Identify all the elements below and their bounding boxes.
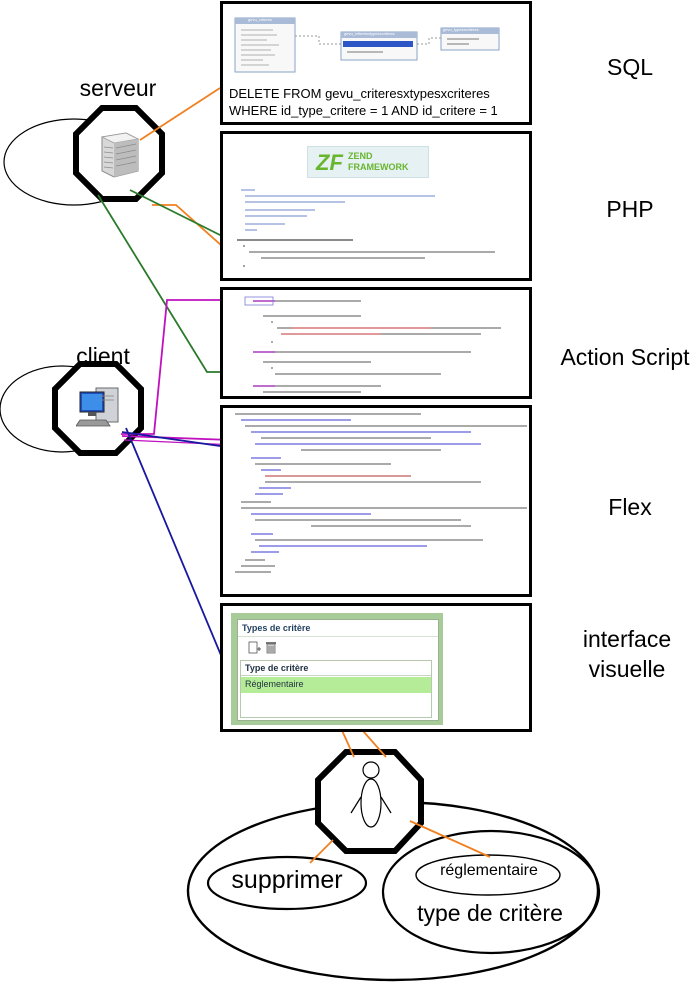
zend-logo-mark: ZF [316,150,343,175]
link-server-php-green [129,189,233,242]
flex-window: Types de critère Type de c [231,613,443,725]
layer-label-actionscript: Action Script [560,344,690,370]
window-title: Types de critère [242,623,311,633]
sql-query-line2: WHERE id_type_critere = 1 AND id_critere… [229,103,498,118]
add-icon[interactable] [248,641,262,655]
zend-logo-text-2: FRAMEWORK [348,162,409,172]
computer-icon [76,386,126,432]
sql-panel: gevu_criteres gevu_criteresxtypesxcriter… [220,1,532,125]
layer-label-visuelle: visuelle [588,656,666,682]
zend-logo-text-1: ZEND [348,151,373,161]
table-left-label: gevu_criteres [248,17,273,22]
title-divider [238,636,438,637]
server-icon [96,129,142,179]
row-label: Réglementaire [245,679,304,689]
flex-panel [220,405,532,597]
php-panel: ZF ZEND FRAMEWORK [220,131,532,281]
zend-logo: ZF ZEND FRAMEWORK [307,146,429,178]
sql-query-line1: DELETE FROM gevu_criteresxtypesxcriteres [229,86,490,101]
value-ellipse [415,854,561,896]
actor-label-client: client [76,343,130,369]
link-server-sql [139,87,221,141]
flex-window-inner: Types de critère Type de c [237,619,439,721]
user-icon [350,761,392,828]
actionscript-panel [220,287,532,399]
selected-row[interactable]: Réglementaire [241,677,431,693]
table-right-label: gevu_typesxcriteres [443,27,479,32]
layer-label-sql: SQL [606,54,654,80]
use-case-value: réglementaire [440,862,538,879]
interface-panel: Types de critère Type de c [220,603,532,732]
column-header[interactable]: Type de critère [245,663,309,673]
table-mid-label: gevu_criteresxtypesxcriteres [344,31,395,36]
actor-label-server: serveur [79,75,157,101]
delete-icon[interactable] [265,640,277,654]
php-code-block [235,186,525,276]
link-user-action [309,839,334,864]
layer-label-interface: interface [582,626,672,652]
entity-ellipse [381,829,601,955]
link-user-value [409,820,491,858]
use-case-entity: type de critère [417,900,563,926]
use-case-action: supprimer [231,866,343,894]
flex-code-block [231,410,529,594]
action-ellipse [206,855,368,911]
datagrid: Type de critère Réglementaire [240,660,432,718]
db-schema-diagram [233,14,523,74]
layer-label-php: PHP [606,196,654,222]
user-octagon [315,749,424,854]
actionscript-code-block [231,296,527,396]
layer-label-flex: Flex [608,494,652,520]
header-divider [241,675,431,676]
